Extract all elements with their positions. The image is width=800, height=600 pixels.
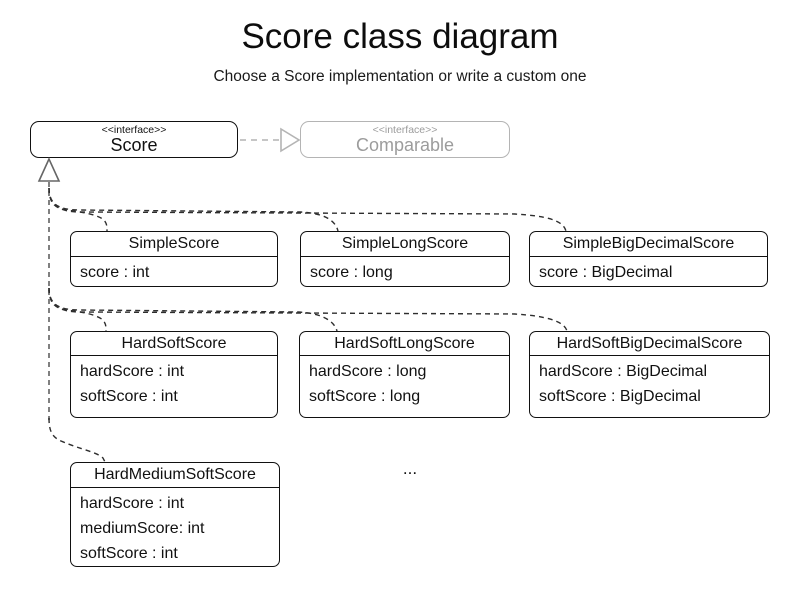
score-name: Score (110, 135, 158, 155)
class-title: HardSoftScore (71, 332, 277, 356)
class-attribute: softScore : BigDecimal (539, 388, 701, 405)
comparable-name: Comparable (355, 135, 455, 155)
comparable-arrowhead-icon (280, 127, 301, 153)
class-simplescore: SimpleScore score : int (70, 231, 278, 287)
connector-simplebigdecimalscore (48, 187, 567, 232)
interface-score: <<interface>> Score (30, 121, 238, 158)
class-attribute: hardScore : int (80, 363, 185, 380)
connector-simplelongscore (48, 187, 339, 232)
class-attribute: score : int (80, 264, 150, 281)
class-hardsoftlongscore: HardSoftLongScore hardScore : long softS… (299, 331, 510, 418)
more-implementations-ellipsis: ... (402, 459, 418, 478)
class-simplelongscore: SimpleLongScore score : long (300, 231, 510, 287)
page-subtitle: Choose a Score implementation or write a… (213, 68, 587, 85)
connector-hardsoftlongscore (48, 287, 338, 332)
class-attribute: hardScore : int (80, 495, 185, 512)
class-attribute: hardScore : BigDecimal (539, 363, 708, 380)
class-attribute: hardScore : long (309, 363, 427, 380)
class-title: HardSoftLongScore (300, 332, 509, 356)
class-attribute: mediumScore: int (80, 520, 205, 537)
page-title: Score class diagram (241, 17, 559, 56)
class-hardsoftscore: HardSoftScore hardScore : int softScore … (70, 331, 278, 418)
class-title: HardSoftBigDecimalScore (530, 332, 769, 356)
realization-triangle-icon (37, 157, 61, 182)
connector-hardmediumsoftscore (48, 417, 106, 463)
class-title: SimpleScore (71, 232, 277, 257)
class-hardmediumsoftscore: HardMediumSoftScore hardScore : int medi… (70, 462, 280, 567)
class-attribute: softScore : int (80, 388, 178, 405)
comparable-stereotype: <<interface>> (372, 124, 438, 136)
class-title: SimpleBigDecimalScore (530, 232, 767, 257)
connector-simplescore (48, 187, 108, 232)
class-attribute: softScore : long (309, 388, 421, 405)
class-title: SimpleLongScore (301, 232, 509, 257)
score-stereotype: <<interface>> (101, 124, 167, 136)
interface-comparable: <<interface>> Comparable (300, 121, 510, 158)
class-title: HardMediumSoftScore (71, 463, 279, 488)
class-simplebigdecimalscore: SimpleBigDecimalScore score : BigDecimal (529, 231, 768, 287)
class-attribute: score : BigDecimal (539, 264, 673, 281)
connector-hardsoftscore (48, 287, 107, 332)
class-attribute: score : long (310, 264, 393, 281)
class-attribute: softScore : int (80, 545, 178, 562)
connector-hardsoftbigdecimalscore (48, 287, 568, 332)
class-hardsoftbigdecimalscore: HardSoftBigDecimalScore hardScore : BigD… (529, 331, 770, 418)
